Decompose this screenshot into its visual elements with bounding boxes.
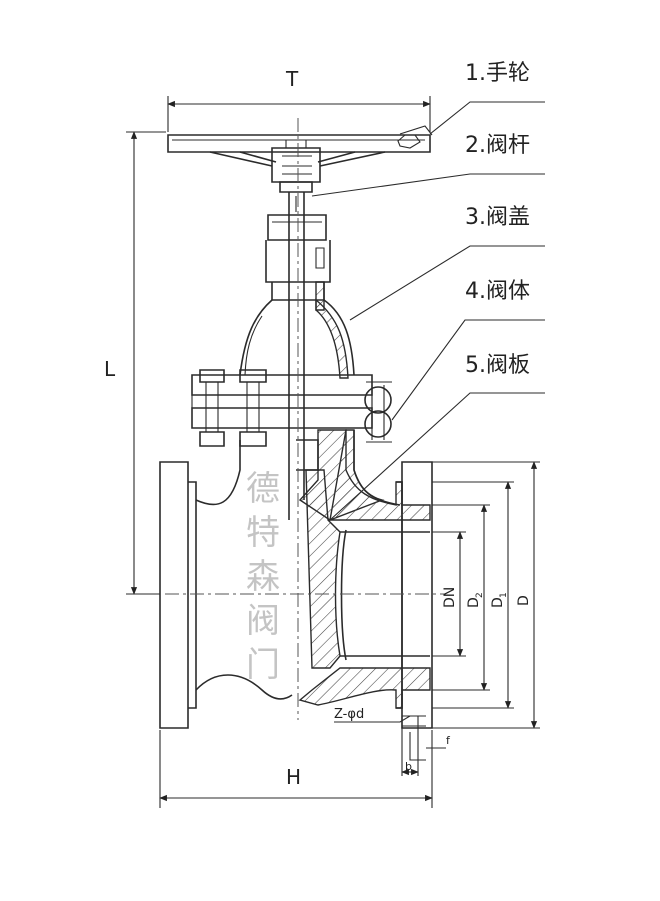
dim-D2: D: [466, 597, 482, 608]
watermark-char-3: 森: [246, 557, 280, 597]
handwheel: [167, 125, 433, 193]
label-bonnet: 3.阀盖: [465, 205, 530, 230]
stem: [288, 192, 305, 520]
watermark-char-2: 特: [246, 513, 280, 553]
leader-lines: [311, 101, 545, 521]
watermark-char-5: 门: [246, 645, 280, 685]
dim-DN: DN: [442, 587, 458, 608]
dim-Z-phi-d: Z-φd: [334, 707, 364, 722]
label-body: 4.阀体: [465, 279, 530, 304]
center-lines: [140, 118, 445, 720]
watermark: 德 特 森 阀 门: [246, 469, 280, 685]
valve-body: [159, 429, 433, 729]
label-handwheel: 1.手轮: [465, 61, 530, 86]
dim-D2-sub: 2: [475, 592, 485, 598]
gate-disc: [296, 439, 341, 669]
dim-H: H: [286, 765, 301, 789]
dim-D1: D: [490, 597, 506, 608]
label-stem: 2.阀杆: [465, 133, 530, 158]
dim-f: f: [446, 734, 451, 747]
dim-D1-sub: 1: [499, 592, 509, 598]
dim-b: b: [405, 760, 412, 773]
dim-D: D: [516, 595, 532, 606]
dim-T: T: [285, 67, 299, 91]
dimension-labels: T L H DN D 2 D 1 D Z-φd b f: [104, 67, 532, 789]
dimension-lines: [126, 96, 540, 808]
part-labels: 1.手轮 2.阀杆 3.阀盖 4.阀体 5.阀板: [465, 61, 530, 378]
label-disc: 5.阀板: [465, 353, 530, 378]
bonnet: [191, 298, 392, 447]
watermark-char-4: 阀: [246, 601, 280, 641]
watermark-char-1: 德: [246, 469, 280, 509]
dim-L: L: [104, 357, 116, 381]
